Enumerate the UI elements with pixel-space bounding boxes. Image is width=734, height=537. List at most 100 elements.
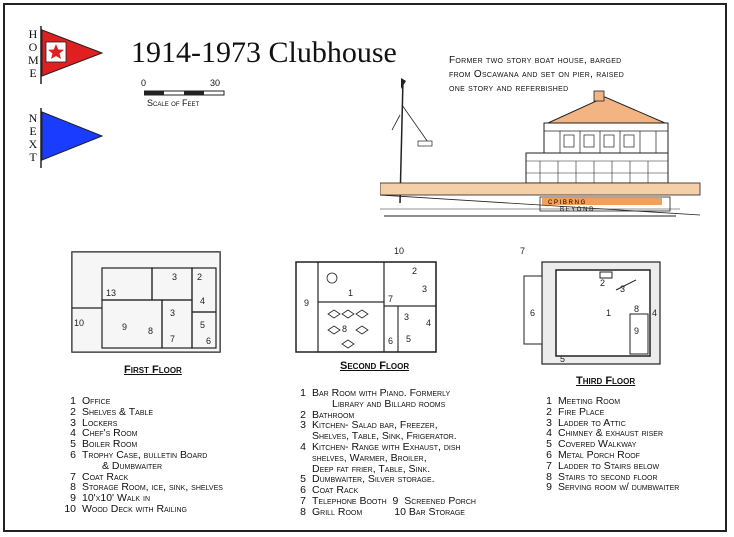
home-nav-letters[interactable]: H O M E [28,27,39,80]
plan-number: 2 [412,266,417,276]
plan-number: 3 [404,312,409,322]
sign-text-bottom: B E Y O N D [560,207,594,213]
plan-number: 6 [530,308,535,318]
legend-item: shelves, Warmer, Broiler, [312,451,427,464]
chimney [593,90,605,102]
plan-number: 6 [388,336,393,346]
history-note: Former two story boat house, barged from… [449,55,625,94]
plan-number: 4 [200,296,205,306]
plan-number: 3 [172,272,177,282]
plan-number: 8 [148,326,153,336]
second-floor-label: Second Floor [340,360,410,372]
third-floor-plan: 7 6 2 3 1 8 9 4 5 [520,246,661,365]
plan-number: 5 [406,334,411,344]
plan-number: 9 [634,326,639,336]
plan-number: 8 [342,324,347,334]
legend-item: Library and Billard rooms [332,397,446,410]
legend-item: Deep fat frier, Table, Sink. [312,462,431,475]
plan-number: 9 [304,298,309,308]
legend-item: & Dumbwaiter [102,459,163,472]
plan-number: 2 [600,278,605,288]
next-pennant-button[interactable] [40,108,104,170]
flagpole [399,79,404,204]
home-pennant-button[interactable] [40,26,104,86]
next-nav-letters[interactable]: N E X T [28,112,38,164]
next-letter: X [28,137,38,151]
roof [547,96,666,124]
plan-number: 7 [520,246,525,256]
legend-item: Shelves, Table, Sink, Frigerator. [312,430,457,443]
scale-label: Scale of Feet [147,98,200,108]
home-letter: E [29,66,37,80]
plan-number: 3 [620,284,625,294]
scale-min: 0 [141,78,147,88]
plan-number: 10 [394,246,404,256]
first-floor-plan: 10 9 8 13 3 2 4 3 5 7 6 [71,251,221,353]
plan-number: 7 [388,294,393,304]
plan-number: 5 [560,354,565,364]
next-letter: N [28,111,38,125]
second-floor-plan: 10 9 1 8 2 7 3 3 4 5 6 [295,246,437,353]
scale-max: 30 [210,78,221,88]
plan-number: 13 [106,288,116,298]
plan-number: 6 [206,336,211,346]
next-letter: T [29,150,37,164]
next-letter: E [29,124,37,138]
plan-number: 1 [348,288,353,298]
plan-number: 7 [170,334,175,344]
plan-number: 10 [74,318,84,328]
plan-number: 8 [634,304,639,314]
star-icon [48,44,64,59]
plan-number: 9 [122,322,127,332]
plan-number: 3 [170,308,175,318]
page-frame [3,3,727,532]
plan-number: 3 [422,284,427,294]
page-title: 1914-1973 Clubhouse [131,36,397,69]
first-floor-label: First Floor [124,364,182,376]
home-letter: H [28,27,38,41]
sign-board [542,198,662,205]
clubhouse-elevation: C P I B R N G B E Y O N D [380,78,701,217]
plan-number: 1 [606,308,611,318]
plan-number: 2 [197,272,202,282]
plan-number: 4 [652,308,657,318]
plan-number: 5 [200,320,205,330]
home-letter: O [28,40,38,54]
scale-bar [144,90,225,96]
home-letter: M [28,53,39,67]
third-floor-label: Third Floor [576,375,636,387]
pier-deck [380,182,701,196]
plan-number: 4 [426,318,431,328]
sign-text-top: C P I B R N G [548,200,586,206]
